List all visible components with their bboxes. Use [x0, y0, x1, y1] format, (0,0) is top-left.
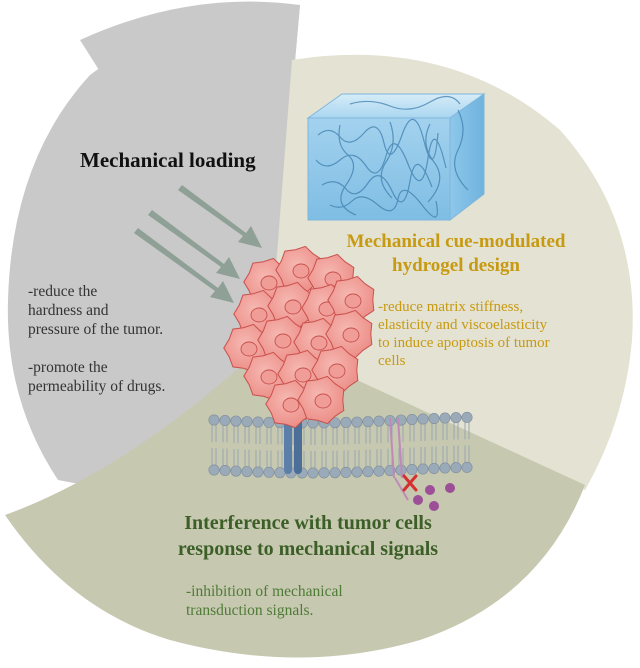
tumor-cell-nucleus [294, 367, 312, 383]
signal-molecules [413, 483, 455, 511]
tumor-cell-nucleus [282, 397, 300, 413]
loading-arrow-icon [148, 210, 240, 279]
hydrogel-block-icon [306, 93, 486, 222]
inhibition-cross-icon [402, 474, 418, 492]
loading-point-2: -promote the permeability of drugs. [28, 359, 166, 395]
tumor-cell-nucleus [314, 393, 332, 409]
hydrogel-point-1: -reduce matrix stiffness, elasticity and… [378, 299, 550, 369]
tumor-cell-nucleus [344, 293, 362, 309]
ion-channel-icon [284, 414, 302, 474]
tumor-cell-nucleus [328, 363, 346, 379]
tumor-cell-nucleus [284, 299, 302, 315]
receptor-icon [389, 417, 409, 501]
loading-title: Mechanical loading [80, 148, 256, 172]
loading-arrows [134, 185, 262, 303]
tumor-cell-nucleus [240, 341, 258, 357]
tumor-cell-nucleus [274, 333, 292, 349]
cell-membrane-icon [208, 411, 473, 479]
loading-arrow-icon [134, 228, 234, 303]
hydrogel-title: Mechanical cue-modulated hydrogel design [346, 231, 566, 276]
tumor-cell-nucleus [260, 369, 278, 385]
tumor-cell-nucleus [260, 275, 278, 291]
tumor-cell-nucleus [342, 327, 360, 343]
loading-arrow-icon [178, 185, 262, 248]
loading-point-1: -reduce the hardness and pressure of the… [28, 283, 164, 338]
tumor-cell-nucleus [292, 263, 310, 279]
interference-title: Interference with tumor cells response t… [177, 512, 439, 560]
tumor-cell-nucleus [310, 335, 328, 351]
tumor-cell-nucleus [250, 307, 268, 323]
tumor-cell-cluster-icon [223, 245, 375, 429]
interference-point-1: -inhibition of mechanical transduction s… [186, 583, 343, 619]
